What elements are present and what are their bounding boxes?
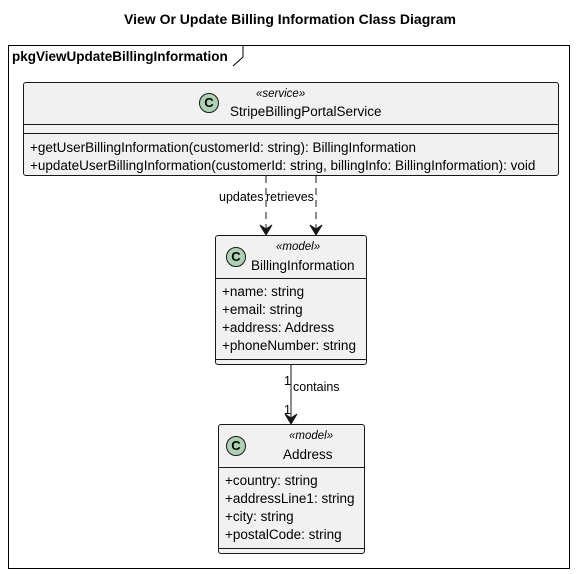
class-header: C «model» Address [219,425,364,468]
class-name: BillingInformation [251,258,355,273]
method: +updateUserBillingInformation(customerId… [30,158,536,173]
diagram-title: View Or Update Billing Information Class… [124,11,456,27]
contains-arrow [284,364,298,425]
methods-section: +getUserBillingInformation(customerId: s… [24,134,558,175]
package-frame [8,45,570,569]
attribute: +name: string [222,284,305,299]
attribute: +country: string [225,473,318,488]
retrieves-label: retrieves [266,190,314,204]
method: +getUserBillingInformation(customerId: s… [30,140,417,155]
class-spot-icon: C [226,436,246,456]
class-spot-icon: C [199,93,219,113]
class-stripe-billing-portal-service: C «service» StripeBillingPortalService +… [23,82,559,176]
attribute: +phoneNumber: string [222,338,356,353]
contains-target-multiplicity: 1 [284,403,291,417]
updates-label: updates [219,190,264,204]
package-label: pkgViewUpdateBillingInformation [12,49,228,64]
class-stereotype: «model» [289,430,334,442]
attributes-section [24,125,558,134]
contains-label: contains [293,380,340,394]
class-header: C «model» BillingInformation [216,236,366,279]
attribute: +email: string [222,302,303,317]
attributes-section: +name: string +email: string +address: A… [216,279,366,360]
attribute: +addressLine1: string [225,491,355,506]
attribute: +address: Address [222,320,335,335]
class-stereotype: «model» [276,241,321,253]
class-spot-icon: C [226,247,246,267]
class-address: C «model» Address +country: string +addr… [218,424,365,554]
class-name: Address [283,447,333,462]
updates-arrow [259,176,273,236]
class-billing-information: C «model» BillingInformation +name: stri… [215,235,367,365]
attribute: +city: string [225,509,294,524]
class-stereotype: «service» [256,88,306,100]
attribute: +postalCode: string [225,527,342,542]
retrieves-arrow [309,176,323,236]
methods-section [219,549,364,557]
methods-section [216,360,366,368]
class-header: C «service» StripeBillingPortalService [24,83,558,125]
class-name: StripeBillingPortalService [230,104,382,119]
attributes-section: +country: string +addressLine1: string +… [219,468,364,549]
contains-source-multiplicity: 1 [284,374,291,388]
